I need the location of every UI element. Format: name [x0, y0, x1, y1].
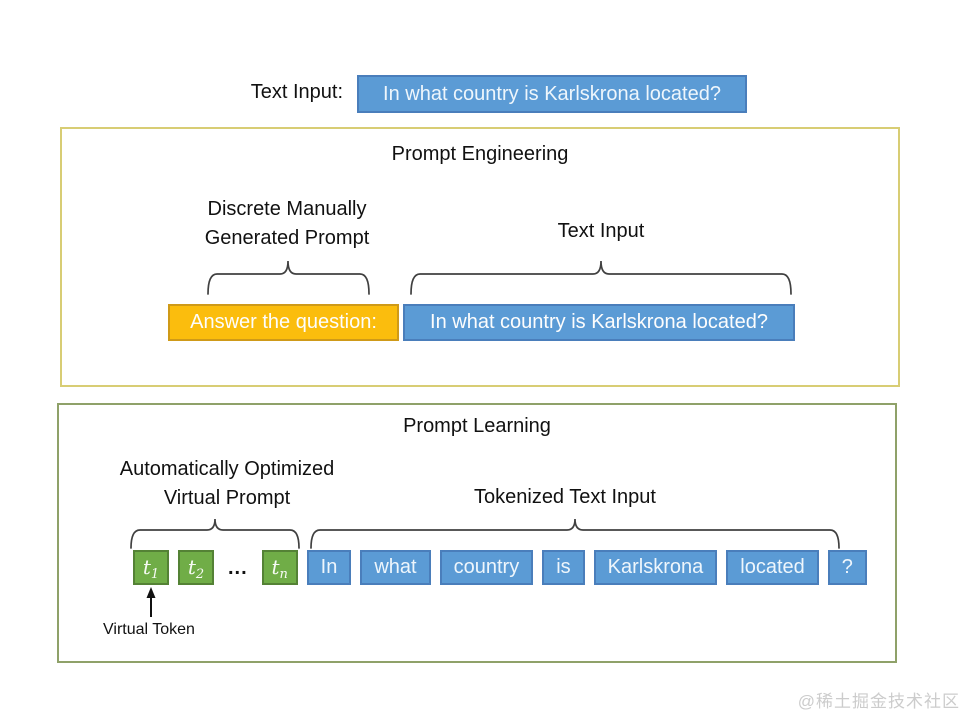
- virtual-token-2: t2: [178, 550, 214, 585]
- virtual-prompt-label-line2: Virtual Prompt: [163, 487, 291, 509]
- virtual-token-1-base: t: [142, 555, 151, 579]
- virtual-token-n-sub: n: [279, 567, 288, 582]
- discrete-prompt-label-line1: Discrete Manually: [207, 198, 367, 220]
- discrete-prompt-label: Discrete Manually Generated Prompt: [167, 195, 407, 253]
- text-token: is: [542, 550, 585, 585]
- brace-over-text-tokens-icon: [310, 518, 840, 549]
- virtual-token-2-sub: 2: [195, 567, 205, 582]
- text-token: ?: [827, 550, 867, 585]
- virtual-token-2-base: t: [187, 555, 196, 579]
- manual-prompt-chip: Answer the question:: [168, 304, 399, 341]
- discrete-prompt-label-line2: Generated Prompt: [204, 227, 370, 249]
- brace-over-prompt-icon: [207, 260, 370, 295]
- text-token: located: [726, 550, 819, 585]
- token-row: t1 t2 ... tn In what country is Karlskro…: [133, 550, 867, 585]
- brace-over-input-icon: [410, 260, 792, 295]
- virtual-token-1: t1: [133, 550, 169, 585]
- up-arrow-icon: [146, 587, 156, 617]
- prompt-engineering-title: Prompt Engineering: [391, 143, 569, 165]
- virtual-token-n-base: t: [271, 555, 280, 579]
- watermark: @稀土掘金技术社区: [797, 692, 960, 711]
- text-input-group-label: Text Input: [557, 220, 645, 242]
- virtual-prompt-label-line1: Automatically Optimized: [119, 458, 335, 480]
- prompt-engineering-panel: Prompt Engineering Discrete Manually Gen…: [60, 127, 900, 387]
- text-token: In: [306, 550, 352, 585]
- token-ellipsis: ...: [228, 556, 248, 579]
- virtual-prompt-label: Automatically Optimized Virtual Prompt: [97, 455, 357, 513]
- virtual-token-n: tn: [261, 550, 298, 585]
- text-token: Karlskrona: [593, 550, 718, 585]
- text-token: country: [439, 550, 534, 585]
- brace-over-virtual-tokens-icon: [130, 518, 300, 549]
- prompt-learning-panel: Prompt Learning Automatically Optimized …: [57, 403, 897, 663]
- text-token: what: [360, 550, 431, 585]
- text-input-caption: Text Input:: [250, 81, 343, 103]
- prompt-learning-title: Prompt Learning: [403, 415, 551, 437]
- text-input-chip: In what country is Karlskrona located?: [403, 304, 795, 341]
- tokenized-input-label: Tokenized Text Input: [474, 486, 656, 508]
- virtual-token-1-sub: 1: [150, 567, 160, 582]
- virtual-token-caption: Virtual Token: [103, 621, 195, 638]
- text-input-value-box: In what country is Karlskrona located?: [357, 75, 747, 113]
